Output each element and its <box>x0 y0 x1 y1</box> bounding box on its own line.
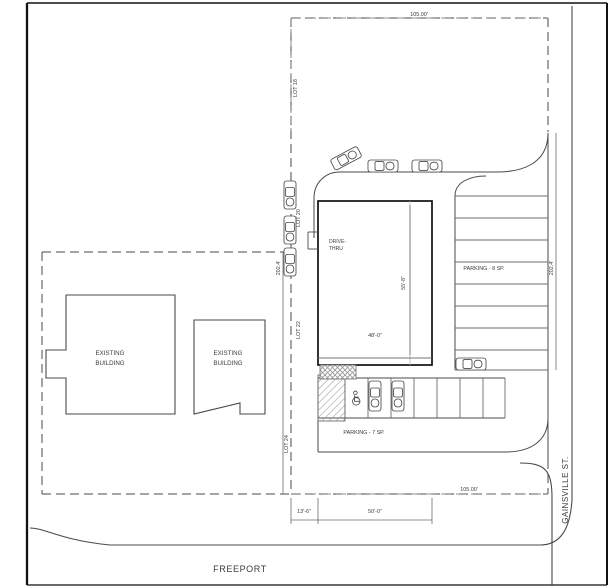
proposed-building <box>317 200 433 366</box>
dimension-bottom-width: 105.00' <box>460 487 478 493</box>
dimension-right-depth: 202.4' <box>549 261 555 276</box>
dimension-frontage-segment: 50'-0" <box>368 509 382 515</box>
existing-building-1-label-line2: BUILDING <box>95 360 124 367</box>
street-label-freeport: FREEPORT <box>213 564 267 574</box>
lot-label-24: LOT 24 <box>284 435 290 453</box>
dimension-top-width: 105.00' <box>410 12 428 18</box>
drive-thru-label-line1: DRIVE- <box>329 239 346 245</box>
lot-label-20: LOT 20 <box>296 209 302 227</box>
dumpster-enclosure-hatch <box>317 374 346 422</box>
dimension-building-depth: 55'-8" <box>401 276 407 290</box>
existing-building-small <box>193 319 266 415</box>
drive-thru-lane <box>307 231 318 250</box>
lot-label-18: LOT 18 <box>293 79 299 97</box>
lot-label-22: LOT 22 <box>296 321 302 339</box>
parking-north-label: PARKING - 8 SP. <box>463 266 504 272</box>
street-label-gainsville: GAINSVILLE ST. <box>561 456 570 523</box>
sheet-border-frame <box>25 2 608 586</box>
existing-building-1-label-line1: EXISTING <box>96 350 125 357</box>
dimension-building-width: 48'-0" <box>368 333 382 339</box>
parking-south-label: PARKING - 7 SP. <box>343 430 384 436</box>
dimension-setback-left: 13'-6" <box>297 509 311 515</box>
street-curb-lines <box>29 6 573 586</box>
car-symbols <box>283 146 487 412</box>
existing-building-large <box>45 294 176 415</box>
existing-building-2-label-line1: EXISTING <box>214 350 243 357</box>
service-pad-crosshatch <box>319 364 357 380</box>
accessible-parking-icon <box>352 390 361 406</box>
parking-stalls-east <box>455 195 548 371</box>
existing-building-2-label-line2: BUILDING <box>213 360 242 367</box>
dimension-left-depth: 202.4' <box>276 261 282 276</box>
dimension-lines <box>282 17 557 524</box>
drive-thru-label-line2: THRU <box>329 246 343 252</box>
